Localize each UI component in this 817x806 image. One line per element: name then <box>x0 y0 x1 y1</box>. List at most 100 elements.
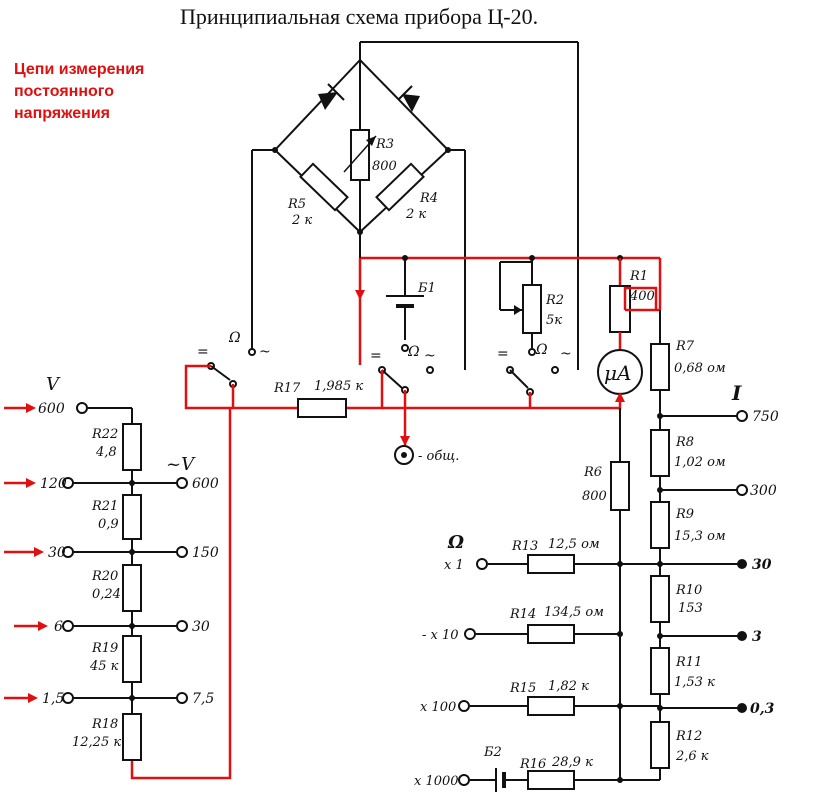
dc-terminal-120: 120 <box>40 476 67 492</box>
value-r2: 5к <box>546 313 562 328</box>
resistor-r15 <box>527 696 575 716</box>
resistor-r11 <box>650 647 670 695</box>
ohm-terminal-x1: x 1 <box>444 558 464 573</box>
ohm-terminal-x10: - x 10 <box>422 628 459 643</box>
label-r22: R22 <box>91 427 118 442</box>
resistor-r16 <box>527 770 575 790</box>
label-r7: R7 <box>675 339 695 354</box>
diode-right-icon <box>402 94 420 112</box>
resistor-r22 <box>122 423 142 471</box>
schematic-title: Принципиальная схема прибора Ц-20. <box>180 4 538 29</box>
label-r19: R19 <box>91 641 118 656</box>
current-terminal-0-3: 0,3 <box>750 701 775 717</box>
top-rail <box>355 232 662 365</box>
resistor-r5 <box>299 162 349 212</box>
value-r4: 2 к <box>405 207 426 222</box>
switch-3 <box>506 348 559 396</box>
ohm-terminal-x1000: x 1000 <box>414 774 459 789</box>
value-r20: 0,24 <box>92 587 121 602</box>
switch3-ac-mark: ~ <box>560 346 572 362</box>
resistor-r8 <box>650 429 670 477</box>
resistor-r6 <box>610 461 630 511</box>
voltage-divider <box>72 407 178 761</box>
resistor-r14 <box>527 624 575 644</box>
label-r14: R14 <box>509 607 536 622</box>
value-r21: 0,9 <box>98 517 119 532</box>
switch1-ohm-mark: Ω <box>228 330 241 346</box>
ohm-header: Ω <box>447 532 464 553</box>
label-r17: R17 <box>273 381 301 396</box>
switch3-dc-mark: = <box>497 346 509 362</box>
label-r15: R15 <box>509 681 536 696</box>
dc-terminal-1-5: 1,5 <box>42 691 64 707</box>
label-r3: R3 <box>375 137 394 152</box>
value-r17: 1,985 к <box>314 379 363 394</box>
dc-arrows <box>4 403 48 703</box>
ac-terminal-7-5: 7,5 <box>192 691 214 707</box>
label-r2: R2 <box>545 293 564 308</box>
resistor-r20 <box>122 564 142 612</box>
ac-voltage-header: ~V <box>166 454 196 475</box>
label-r16: R16 <box>519 757 546 772</box>
value-r8: 1,02 ом <box>674 455 726 470</box>
dc-voltage-header: V <box>46 374 61 395</box>
bridge-rectifier <box>251 41 579 370</box>
label-r20: R20 <box>91 569 118 584</box>
label-r18: R18 <box>91 717 118 732</box>
ac-terminal-600: 600 <box>192 476 219 492</box>
switch1-dc-mark: = <box>197 344 209 360</box>
current-terminal-300: 300 <box>750 483 777 499</box>
label-r9: R9 <box>675 507 694 522</box>
label-r11: R11 <box>675 655 702 670</box>
value-r11: 1,53 к <box>674 675 715 690</box>
switch1-ac-mark: ~ <box>259 344 271 360</box>
annotation-line-1: Цепи измерения <box>14 61 144 78</box>
ac-terminal-30: 30 <box>192 619 210 635</box>
value-r7: 0,68 ом <box>674 361 726 376</box>
dc-path <box>130 364 620 780</box>
resistor-r19 <box>122 635 142 683</box>
value-r19: 45 к <box>89 659 119 674</box>
current-terminal-30: 30 <box>752 557 772 573</box>
label-r1: R1 <box>629 269 648 284</box>
resistor-r2-group <box>499 258 542 348</box>
value-r6: 800 <box>582 489 607 504</box>
value-r12: 2,6 к <box>675 749 709 764</box>
label-r10: R10 <box>675 583 702 598</box>
dc-terminal-6: 6 <box>54 619 63 635</box>
label-b1: Б1 <box>417 281 436 296</box>
resistor-r13 <box>527 554 575 574</box>
ac-terminal-150: 150 <box>192 545 219 561</box>
resistor-r18 <box>122 713 142 761</box>
value-r1: 400 <box>629 289 655 304</box>
common-label: - общ. <box>418 449 459 464</box>
value-r9: 15,3 ом <box>674 529 726 544</box>
resistor-r9 <box>650 501 670 549</box>
dc-terminal-600: 600 <box>38 401 65 417</box>
current-terminal-3: 3 <box>752 629 762 645</box>
label-b2: Б2 <box>483 745 502 760</box>
resistor-r12 <box>650 721 670 769</box>
label-r6: R6 <box>583 465 602 480</box>
current-terminal-750: 750 <box>752 409 779 425</box>
switch2-ac-mark: ~ <box>424 348 436 364</box>
resistor-r4 <box>375 162 425 212</box>
resistor-r10 <box>650 575 670 623</box>
resistor-r17 <box>297 398 347 418</box>
switch-1 <box>207 348 256 388</box>
switch2-dc-mark: = <box>370 348 382 364</box>
ohm-ranges <box>470 408 660 792</box>
shunt-chain <box>650 310 738 780</box>
label-r13: R13 <box>511 539 538 554</box>
value-r14: 134,5 ом <box>544 605 604 620</box>
annotation-line-3: напряжения <box>14 105 110 122</box>
diode-left-icon <box>318 92 338 110</box>
current-header: I <box>731 381 742 405</box>
label-r4: R4 <box>419 191 438 206</box>
value-r10: 153 <box>678 601 703 616</box>
resistor-r1-group <box>609 258 660 350</box>
annotation-line-2: постоянного <box>14 83 114 100</box>
resistor-r21 <box>122 494 142 540</box>
meter-symbol: μA <box>604 361 631 385</box>
